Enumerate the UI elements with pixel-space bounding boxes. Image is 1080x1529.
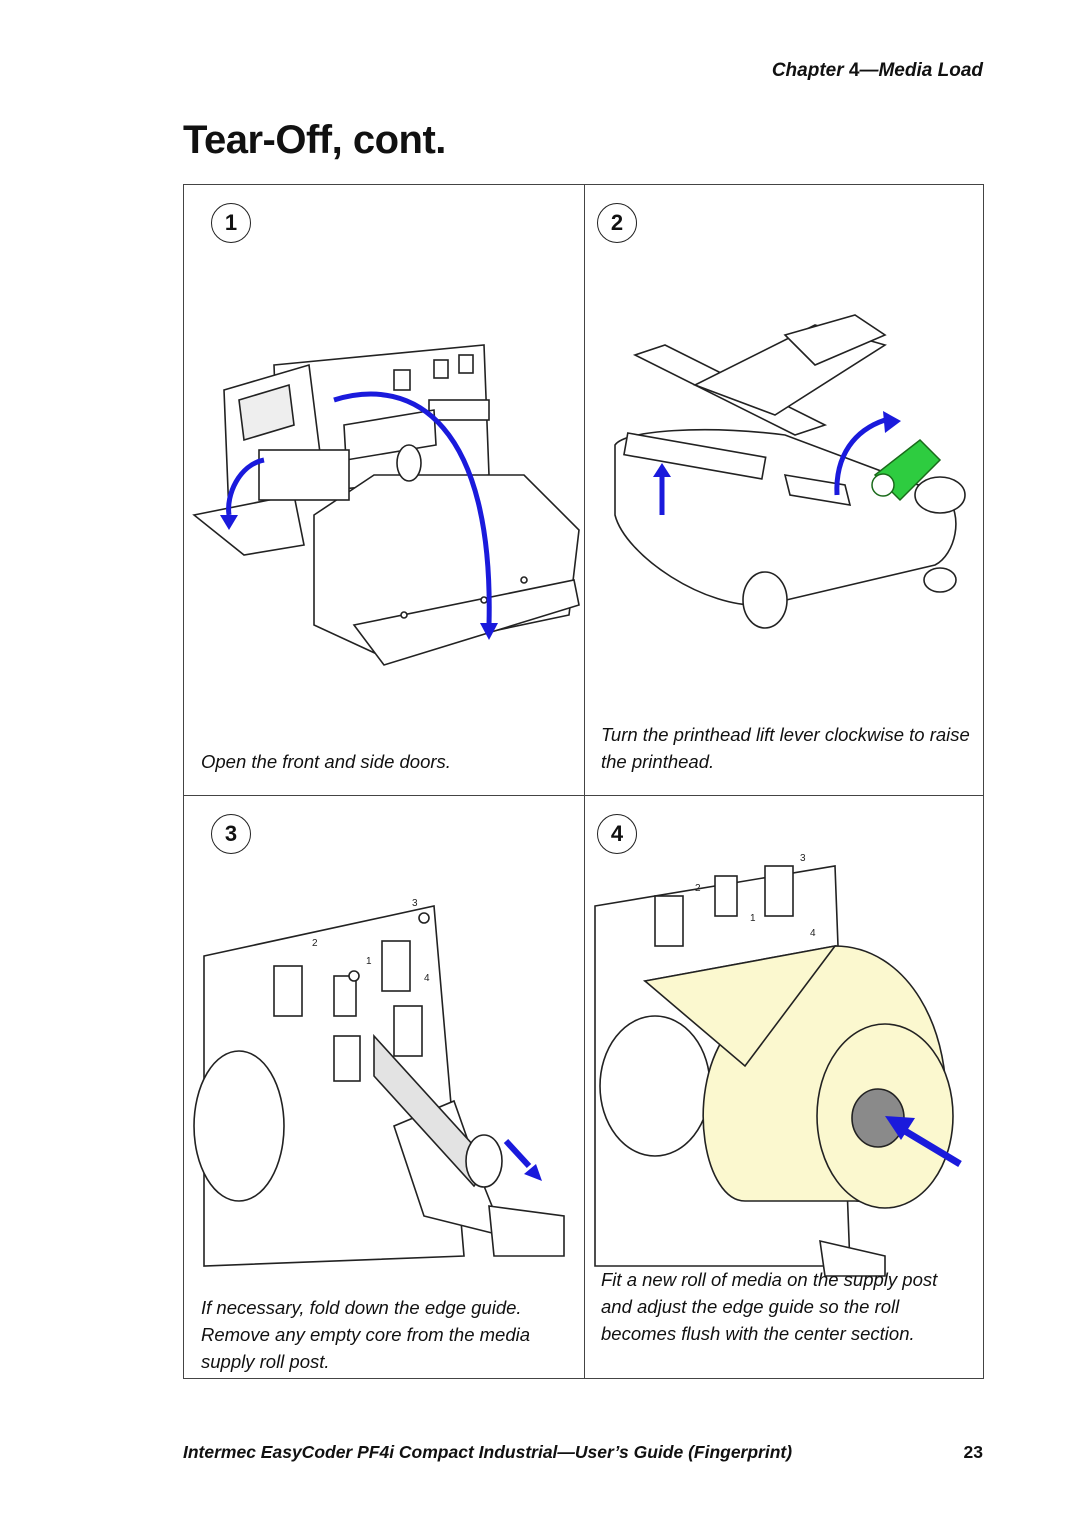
step-1-printer-illustration [192, 344, 580, 666]
step-3-panel: 3 2 1 3 4 [184, 796, 584, 1378]
step-4-slot-label-4: 4 [810, 928, 816, 939]
grid-divider-vertical [584, 185, 585, 1378]
step-4-slot-labels: 2 1 3 4 [695, 853, 816, 939]
step-4-slot-label-2: 2 [695, 883, 701, 894]
step-4-caption: Fit a new roll of media on the supply po… [601, 1269, 938, 1344]
chapter-number: 4 [848, 60, 860, 81]
step-3-caption: If necessary, fold down the edge guide. … [201, 1297, 531, 1372]
step-4-number-badge: 4 [597, 814, 637, 854]
step-2-panel: 2 [585, 185, 983, 795]
page-title: Tear-Off, cont. [183, 118, 446, 162]
step-2-number-badge: 2 [597, 203, 637, 243]
step-3-slot-labels: 2 1 3 4 [312, 898, 430, 984]
page-number: 23 [963, 1442, 983, 1462]
step-2-printhead-illustration [614, 314, 966, 629]
step-3-supply-post-illustration: 2 1 3 4 [193, 898, 565, 1267]
step-1-number-badge: 1 [211, 203, 251, 243]
step-3-slot-label-1: 1 [366, 956, 372, 967]
step-1-caption: Open the front and side doors. [201, 751, 451, 772]
step-4-media-roll-illustration: 2 1 3 4 [594, 853, 962, 1277]
step-4-panel: 4 2 1 3 4 [585, 796, 983, 1378]
step-4-slot-label-1: 1 [750, 913, 756, 924]
step-4-slot-label-3: 3 [800, 853, 806, 864]
grid-divider-horizontal [184, 795, 983, 796]
step-3-slot-label-4: 4 [424, 973, 430, 984]
step-grid: 1 [183, 184, 984, 1379]
step-1-panel: 1 [184, 185, 584, 795]
step-3-number-badge: 3 [211, 814, 251, 854]
chapter-heading: Chapter 4—Media Load [772, 60, 983, 82]
step-3-slot-label-2: 2 [312, 938, 318, 949]
step-2-caption: Turn the printhead lift lever clockwise … [601, 724, 970, 772]
chapter-title: —Media Load [859, 60, 983, 81]
chapter-prefix: Chapter [771, 60, 849, 81]
step-3-slot-label-3: 3 [412, 898, 418, 909]
footer-title: Intermec EasyCoder PF4i Compact Industri… [183, 1442, 793, 1462]
